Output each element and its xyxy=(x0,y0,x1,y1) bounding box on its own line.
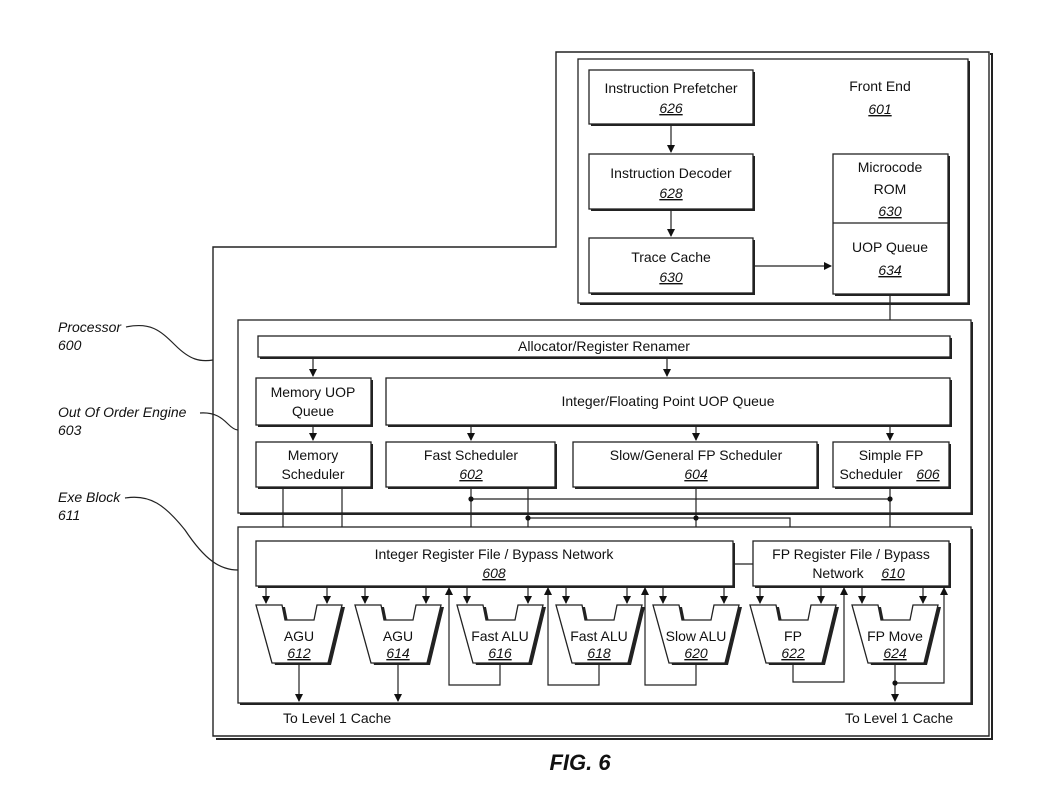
to-level1-cache-left: To Level 1 Cache xyxy=(283,710,391,726)
uop-queue-number: 634 xyxy=(878,262,902,278)
fast-scheduler-number: 602 xyxy=(459,466,483,482)
trace-cache-label: Trace Cache xyxy=(631,249,711,265)
prefetcher-label: Instruction Prefetcher xyxy=(604,80,737,96)
fp-reg-file-line2: Network xyxy=(812,565,864,581)
slow-scheduler-label: Slow/General FP Scheduler xyxy=(610,447,783,463)
ooo-engine-number: 603 xyxy=(58,422,82,438)
instruction-decoder-box xyxy=(588,153,754,210)
execution-unit-label: FP Move xyxy=(867,628,923,644)
exe-block-label: Exe Block xyxy=(58,489,121,505)
execution-unit xyxy=(456,604,544,664)
figure-label: FIG. 6 xyxy=(549,750,611,775)
microcode-rom-line2: ROM xyxy=(874,181,907,197)
execution-unit xyxy=(652,604,740,664)
execution-unit-label: FP xyxy=(784,628,802,644)
processor-outline xyxy=(212,51,990,737)
execution-unit xyxy=(749,604,837,664)
fp-reg-file-number: 610 xyxy=(881,565,905,581)
fast-scheduler-box xyxy=(385,441,556,488)
simple-fp-scheduler-line2: Scheduler xyxy=(839,466,902,482)
execution-unit-number: 624 xyxy=(883,645,907,661)
execution-unit xyxy=(255,604,343,664)
front-end-label: Front End xyxy=(849,78,910,94)
execution-unit-number: 612 xyxy=(287,645,311,661)
front-end-number: 601 xyxy=(868,101,891,117)
int-fp-uop-queue-box xyxy=(385,377,951,426)
execution-unit-number: 622 xyxy=(781,645,805,661)
execution-unit-number: 616 xyxy=(488,645,512,661)
front-end: Front End 601 Instruction Prefetcher 626… xyxy=(577,58,970,305)
allocator-label: Allocator/Register Renamer xyxy=(518,338,690,354)
processor-number: 600 xyxy=(58,337,82,353)
uop-queue-label: UOP Queue xyxy=(852,239,928,255)
memory-scheduler-box xyxy=(255,441,372,488)
fp-register-file-box xyxy=(752,540,950,587)
execution-unit-number: 614 xyxy=(386,645,410,661)
memory-uop-queue-line2: Queue xyxy=(292,403,334,419)
simple-fp-scheduler-line1: Simple FP xyxy=(859,447,924,463)
execution-unit-label: AGU xyxy=(284,628,314,644)
memory-uop-queue-line1: Memory UOP xyxy=(271,384,356,400)
side-labels: Processor 600 Out Of Order Engine 603 Ex… xyxy=(58,319,239,571)
microcode-rom-line1: Microcode xyxy=(858,159,923,175)
slow-scheduler-box xyxy=(572,441,818,488)
fp-reg-file-line1: FP Register File / Bypass xyxy=(772,546,930,562)
allocator-box xyxy=(257,335,951,358)
fast-scheduler-label: Fast Scheduler xyxy=(424,447,518,463)
decoder-number: 628 xyxy=(659,185,683,201)
instruction-prefetcher-box xyxy=(588,69,754,125)
integer-register-file-box xyxy=(255,540,734,587)
exe-block: Integer Register File / Bypass Network 6… xyxy=(237,526,973,726)
execution-unit-label: AGU xyxy=(383,628,413,644)
microcode-rom-number: 630 xyxy=(878,203,902,219)
memory-scheduler-line1: Memory xyxy=(288,447,339,463)
decoder-label: Instruction Decoder xyxy=(610,165,732,181)
memory-uop-queue-box xyxy=(255,377,372,426)
memory-scheduler-line2: Scheduler xyxy=(281,466,344,482)
ooo-engine-label: Out Of Order Engine xyxy=(58,404,187,420)
int-reg-file-number: 608 xyxy=(482,565,506,581)
trace-cache-number: 630 xyxy=(659,269,683,285)
exe-block-number: 611 xyxy=(58,507,80,523)
prefetcher-number: 626 xyxy=(659,100,683,116)
int-reg-file-label: Integer Register File / Bypass Network xyxy=(375,546,615,562)
simple-fp-scheduler-box xyxy=(832,441,950,488)
execution-unit-number: 620 xyxy=(684,645,708,661)
simple-fp-scheduler-number: 606 xyxy=(916,466,940,482)
int-fp-uop-queue-label: Integer/Floating Point UOP Queue xyxy=(562,393,775,409)
slow-scheduler-number: 604 xyxy=(684,466,708,482)
execution-unit-label: Fast ALU xyxy=(471,628,529,644)
microcode-rom-box xyxy=(832,153,949,295)
to-level1-cache-right: To Level 1 Cache xyxy=(845,710,953,726)
out-of-order-engine: Allocator/Register Renamer Memory UOP Qu… xyxy=(237,319,973,515)
execution-unit-label: Slow ALU xyxy=(666,628,727,644)
execution-unit xyxy=(354,604,442,664)
execution-unit xyxy=(555,604,643,664)
processor-label: Processor xyxy=(58,319,122,335)
execution-unit xyxy=(851,604,939,664)
trace-cache-box xyxy=(588,237,754,294)
execution-unit-label: Fast ALU xyxy=(570,628,628,644)
execution-unit-number: 618 xyxy=(587,645,611,661)
